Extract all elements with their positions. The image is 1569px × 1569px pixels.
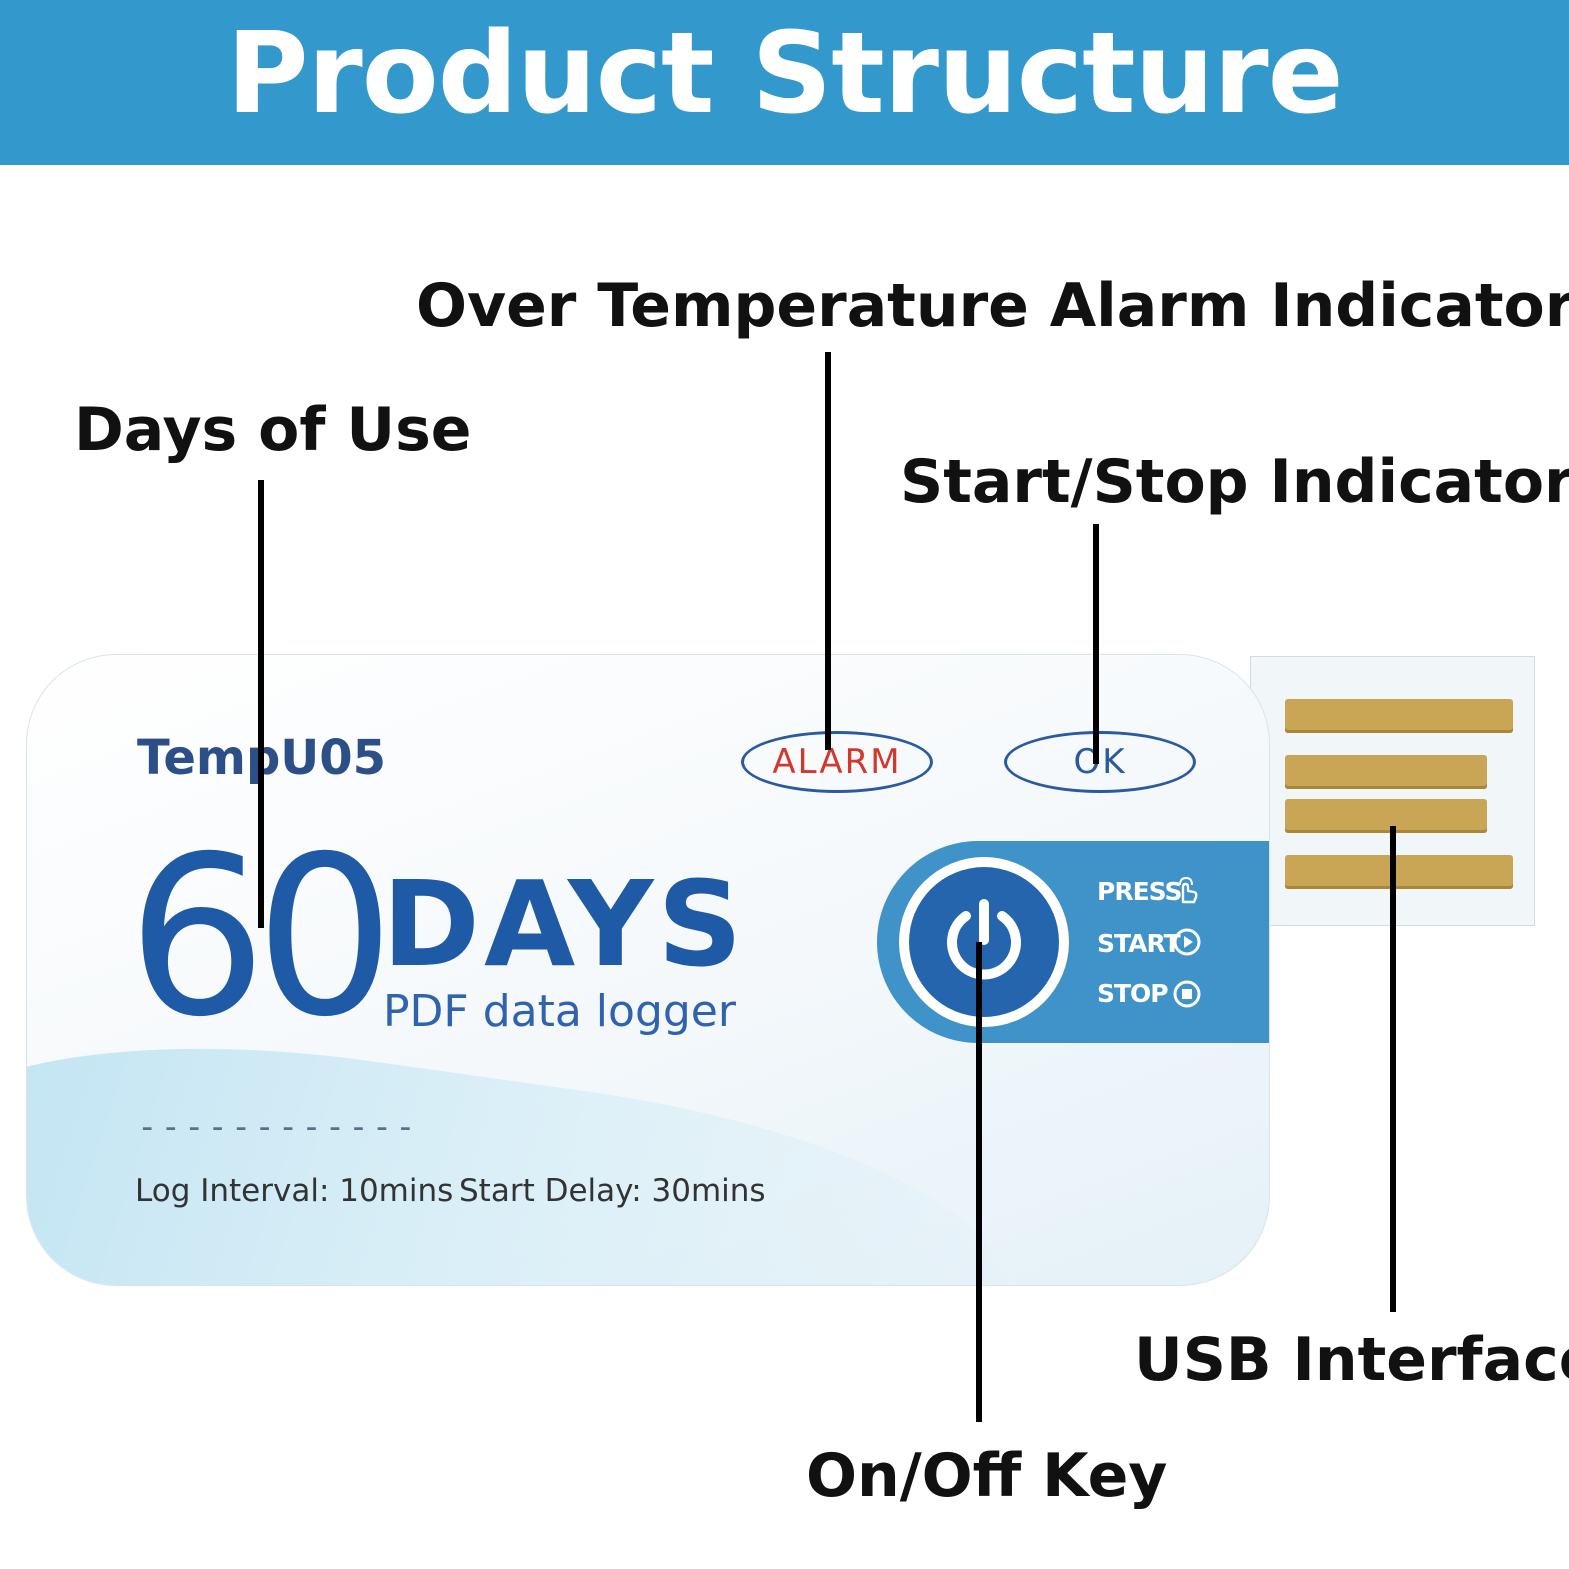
usb-pin <box>1285 799 1487 833</box>
on-off-key[interactable] <box>899 857 1069 1027</box>
ok-indicator: OK <box>1004 731 1196 793</box>
power-icon <box>947 899 1021 980</box>
days-leader-line <box>258 480 264 928</box>
callout-on-off-key: On/Off Key <box>806 1441 1168 1511</box>
ok-label: OK <box>1073 742 1127 782</box>
usb-connector <box>1250 656 1535 926</box>
press-label: PRESS <box>1097 877 1183 906</box>
dash-line: ------------ <box>137 1107 419 1147</box>
data-logger-card: TempU05 60 DAYS PDF data logger --------… <box>26 654 1270 1286</box>
log-interval: Log Interval: 10mins <box>135 1173 454 1209</box>
start-delay: Start Delay: 30mins <box>459 1173 766 1209</box>
days-number: 60 <box>127 809 395 1065</box>
alarm-leader-line <box>825 352 831 750</box>
stop-icon <box>1173 980 1201 1008</box>
start-label: START <box>1097 929 1181 958</box>
usb-pin <box>1285 755 1487 789</box>
alarm-label: ALARM <box>772 742 902 782</box>
usb-leader-line <box>1390 826 1396 1312</box>
start-stop-leader-line <box>1093 524 1099 764</box>
callout-days-of-use: Days of Use <box>74 395 472 465</box>
device-subtitle: PDF data logger <box>383 986 736 1037</box>
page-title: Product Structure <box>226 8 1343 139</box>
stop-label: STOP <box>1097 979 1169 1008</box>
callout-start-stop-indicator: Start/Stop Indicator <box>900 447 1569 517</box>
power-button-face[interactable] <box>909 867 1059 1017</box>
days-unit: DAYS <box>382 855 747 993</box>
callout-alarm-indicator: Over Temperature Alarm Indicator <box>416 271 1569 341</box>
alarm-indicator: ALARM <box>741 731 933 793</box>
usb-pin <box>1285 699 1513 733</box>
header-banner: Product Structure <box>0 0 1569 165</box>
start-icon <box>1173 928 1201 956</box>
usb-pin <box>1285 855 1513 889</box>
on-off-leader-line <box>976 942 982 1422</box>
callout-usb-interface: USB Interface <box>1134 1325 1569 1395</box>
hand-press-icon <box>1179 876 1198 904</box>
